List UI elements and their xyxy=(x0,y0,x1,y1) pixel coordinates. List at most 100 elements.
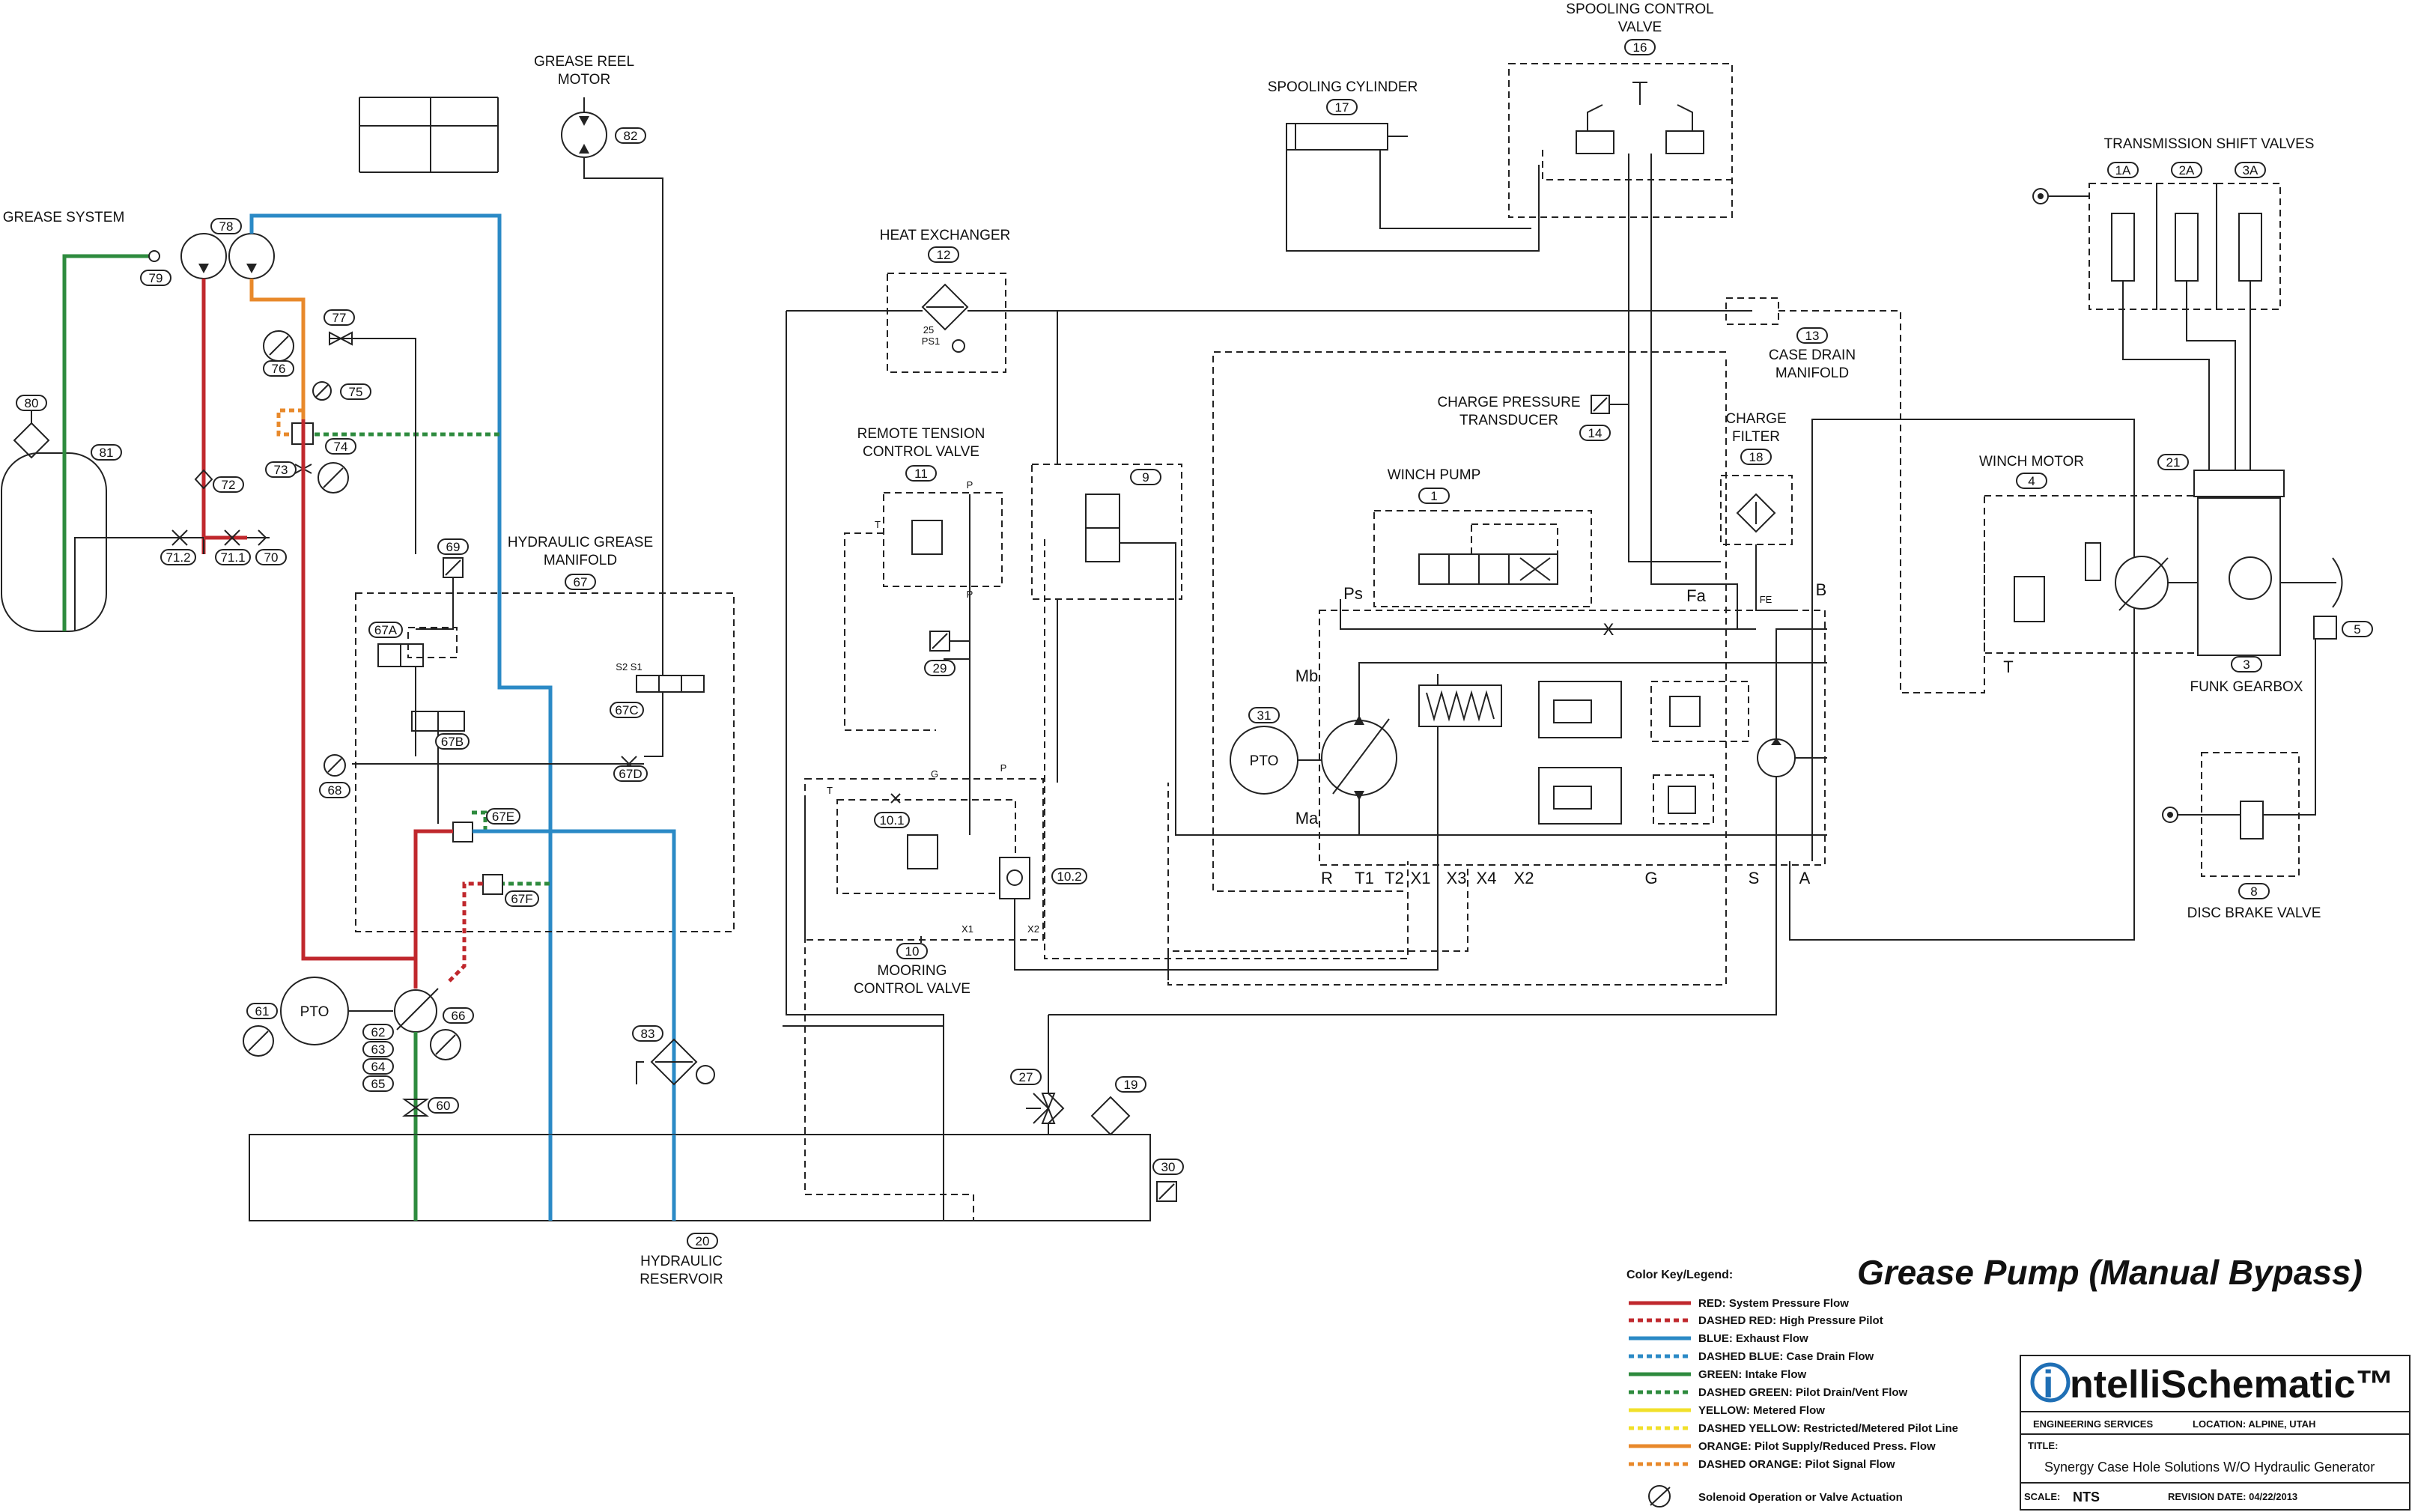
spooling-cylinder-label: SPOOLING CYLINDER xyxy=(1268,79,1418,95)
port-fa: Fa xyxy=(1686,586,1706,605)
tag-31: 31 xyxy=(1257,708,1272,723)
funk-gearbox-icon xyxy=(2197,497,2281,656)
tag-70: 70 xyxy=(264,550,279,565)
case-drain-manifold: CASE DRAIN MANIFOLD xyxy=(1725,297,1856,381)
port-mb: Mb xyxy=(1295,667,1319,685)
pilot-signal-line xyxy=(276,408,303,437)
shift-valve-3a xyxy=(2216,183,2281,310)
spooling-cylinder: SPOOLING CYLINDER xyxy=(1268,79,1418,151)
port-gb: G xyxy=(1644,869,1657,887)
tag-62: 62 xyxy=(371,1025,386,1039)
legend-text-6: YELLOW: Metered Flow xyxy=(1698,1404,1825,1417)
tag-63: 63 xyxy=(371,1042,386,1057)
winch-motor-icon xyxy=(2115,556,2169,610)
tag-81: 81 xyxy=(100,446,114,460)
filter-83-icon xyxy=(650,1038,698,1086)
valve-70-icon xyxy=(258,529,267,546)
port-x1b: X1 xyxy=(1411,869,1431,887)
tag-67c: 67C xyxy=(615,703,638,717)
hydraulic-grease-manifold: HYDRAULIC GREASE MANIFOLD S2 S1 xyxy=(323,535,735,932)
tag-61: 61 xyxy=(255,1004,270,1018)
winch-pump-control-valve-icon xyxy=(1418,553,1558,585)
exhaust-return-line xyxy=(249,213,553,1213)
tag-27: 27 xyxy=(1019,1070,1033,1084)
legend-text-8: ORANGE: Pilot Supply/Reduced Press. Flow xyxy=(1698,1440,1936,1453)
funk-gearbox: FUNK GEARBOX xyxy=(2190,470,2343,695)
grease-reel-motor-label-2: MOTOR xyxy=(558,72,610,88)
brand-logo-icon xyxy=(2030,1362,2071,1403)
tb-scale-label: SCALE: xyxy=(2024,1491,2060,1502)
port-s2s1: S2 S1 xyxy=(616,661,642,672)
rtcv-label-2: CONTROL VALVE xyxy=(863,444,979,460)
charge-pressure-transducer: CHARGE PRESSURE TRANSDUCER xyxy=(1437,395,1629,428)
shift-valve-2a-icon xyxy=(2175,213,2199,282)
check-valve-72-icon xyxy=(194,469,213,490)
legend-text-0: RED: System Pressure Flow xyxy=(1698,1297,1849,1310)
tb-title-label: TITLE: xyxy=(2028,1440,2058,1451)
tag-30: 30 xyxy=(1161,1160,1176,1174)
tag-2a: 2A xyxy=(2179,163,2195,177)
component-tags: 82 78 79 80 81 77 76 75 74 73 72 71.2 71… xyxy=(16,39,2373,1249)
port-a: A xyxy=(1799,869,1811,887)
port-t-10: T xyxy=(827,785,833,796)
legend-text-1: DASHED RED: High Pressure Pilot xyxy=(1698,1314,1883,1327)
grease-system: GREASE SYSTEM xyxy=(1,210,275,632)
valve-67f-icon xyxy=(482,874,503,895)
tag-67b: 67B xyxy=(441,735,464,749)
winch-pump-boundary xyxy=(1319,610,1826,866)
grease-tank xyxy=(1,452,107,632)
brand-name: ntelliSchematic™ xyxy=(2070,1363,2394,1406)
tag-67f: 67F xyxy=(511,892,532,906)
scv-label-2: VALVE xyxy=(1618,19,1662,35)
tag-12: 12 xyxy=(937,248,951,262)
valve-60-icon xyxy=(401,1099,430,1117)
heat-exchanger-boundary xyxy=(887,273,1006,373)
pilot-supply-line xyxy=(249,279,306,419)
legend-text-9: DASHED ORANGE: Pilot Signal Flow xyxy=(1698,1458,1895,1471)
transmission-shift-valves: TRANSMISSION SHIFT VALVES xyxy=(2032,136,2314,470)
port-x3: X3 xyxy=(1447,869,1467,887)
port-ps1: PS1 xyxy=(922,336,941,347)
brake-5-icon xyxy=(2313,616,2337,640)
tag-10-1: 10.1 xyxy=(879,813,904,828)
scv-valve-left-icon xyxy=(1576,130,1614,154)
cpt-label-2: TRANSDUCER xyxy=(1459,413,1558,428)
valve-71-1-icon xyxy=(224,529,240,546)
system-pressure-line xyxy=(301,419,416,961)
valve-67c-icon xyxy=(636,675,705,693)
port-x4: X4 xyxy=(1477,869,1497,887)
tag-3: 3 xyxy=(2243,658,2250,672)
port-tm: T xyxy=(2003,658,2013,676)
tag-1: 1 xyxy=(1430,489,1437,503)
port-t-11: T xyxy=(875,519,881,530)
port-r: R xyxy=(1321,869,1333,887)
tag-14: 14 xyxy=(1588,426,1603,440)
tag-17: 17 xyxy=(1335,100,1349,115)
port-b: B xyxy=(1816,580,1827,599)
spooling-cylinder-icon xyxy=(1286,123,1388,151)
grease-reel-motor-label-1: GREASE REEL xyxy=(534,54,634,70)
tb-location: LOCATION: ALPINE, UTAH xyxy=(2193,1418,2315,1430)
shift-valve-3a-icon xyxy=(2238,213,2262,282)
mooring-control-valve: T G P X1 X2 MOORING CONTROL VALVE xyxy=(804,762,1044,997)
tag-71-1: 71.1 xyxy=(220,550,245,565)
tag-72: 72 xyxy=(222,478,236,492)
legend-solenoid-text: Solenoid Operation or Valve Actuation xyxy=(1698,1491,1903,1504)
tag-11: 11 xyxy=(914,467,928,481)
reservoir-tank xyxy=(249,1134,1151,1221)
tag-64: 64 xyxy=(371,1060,386,1074)
port-p-10: P xyxy=(1000,762,1007,774)
port-ma: Ma xyxy=(1295,809,1319,828)
tag-80: 80 xyxy=(25,396,39,410)
winch-pump: WINCH PUMP Ps Mb Ma X Fa FE B PTO xyxy=(1230,467,1827,887)
legend-text-2: BLUE: Exhaust Flow xyxy=(1698,1332,1808,1345)
tag-73: 73 xyxy=(274,463,288,477)
reservoir-label-1: HYDRAULIC xyxy=(640,1254,723,1269)
remote-tension-control-valve: REMOTE TENSION CONTROL VALVE T P P xyxy=(857,426,1003,600)
grease-intake-line xyxy=(62,254,150,631)
case-drain-manifold-icon xyxy=(1725,297,1779,325)
port-t2: T2 xyxy=(1385,869,1404,887)
legend-heading: Color Key/Legend: xyxy=(1626,1269,1733,1281)
tag-79: 79 xyxy=(149,271,163,285)
